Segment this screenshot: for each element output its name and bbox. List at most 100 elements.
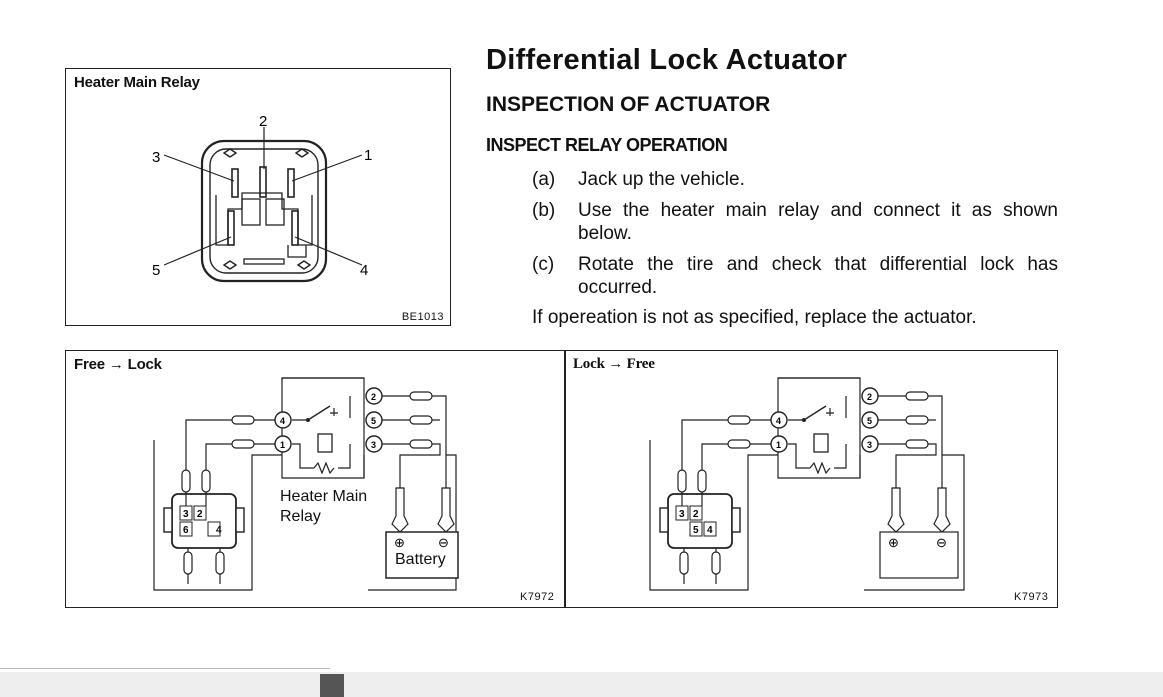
leader-1 <box>291 154 363 182</box>
connector-pin-label: 4 <box>216 525 222 536</box>
relay-figure-label: Heater Main Relay <box>74 74 200 91</box>
wire <box>859 454 965 591</box>
relay-switch-contact <box>826 408 834 416</box>
relay-corner-mark <box>296 260 312 270</box>
wire <box>878 395 906 445</box>
lock-to-free-label: Lock → Free <box>573 356 655 372</box>
connector-cavity <box>207 521 221 537</box>
relay-switch-contact <box>330 408 338 416</box>
diagram-divider <box>564 350 566 608</box>
terminal-label: 4 <box>776 416 781 426</box>
battery-negative-symbol: ⊖ <box>438 535 449 550</box>
battery-clamp-positive <box>391 487 409 533</box>
pin-label-2: 2 <box>259 113 267 130</box>
relay-internal-block <box>241 198 261 226</box>
battery-clamp-negative <box>437 487 455 533</box>
footer-tab <box>320 674 344 697</box>
battery-label: Battery <box>395 551 446 568</box>
connector-cavity <box>689 505 703 521</box>
connector-pin-label: 6 <box>183 525 189 536</box>
leader-5 <box>163 236 232 266</box>
actuator-connector <box>667 493 733 549</box>
wire-plug <box>905 439 929 449</box>
battery <box>879 531 959 579</box>
wire <box>185 419 275 470</box>
relay-right-bracket <box>287 245 307 258</box>
battery-positive-symbol: ⊕ <box>888 535 899 550</box>
relay-switch-arm <box>803 405 827 421</box>
terminal-label: 1 <box>776 440 781 450</box>
page-title: Differential Lock Actuator <box>486 44 848 76</box>
footer-bar <box>0 672 1163 697</box>
relay-switch-arm <box>307 405 331 421</box>
connector-cavity <box>703 521 717 537</box>
note-text: If opereation is not as specified, repla… <box>532 307 977 328</box>
wire-clip <box>677 469 687 493</box>
battery-clamp-positive <box>887 487 905 533</box>
step-marker: (b) <box>532 200 556 221</box>
wire-clip <box>711 551 721 575</box>
terminal-label: 2 <box>371 392 376 402</box>
relay-corner-mark <box>222 260 238 270</box>
battery-positive-symbol: ⊕ <box>394 535 405 550</box>
wire-plug <box>727 439 751 449</box>
step-marker: (c) <box>532 254 555 275</box>
figure-code: BE1013 <box>401 311 444 323</box>
terminal-label: 2 <box>867 392 872 402</box>
wire <box>895 395 943 488</box>
connector-cavity <box>193 505 207 521</box>
wire <box>382 395 410 445</box>
terminal-label: 3 <box>371 440 376 450</box>
relay-internal-block <box>265 198 285 226</box>
page-edge-line <box>0 668 330 669</box>
terminal-label: 4 <box>280 416 285 426</box>
relay-figure: Heater Main Relay 1 2 3 4 5 BE1013 <box>65 68 451 326</box>
pin-label-4: 4 <box>360 262 368 279</box>
relay-terminal-2 <box>259 166 267 198</box>
relay-terminal-4 <box>291 210 299 246</box>
wire <box>185 492 221 584</box>
free-to-lock-code: K7972 <box>520 591 555 603</box>
relay-drawing: 1 2 3 4 5 <box>152 113 372 283</box>
relay-internal-wire <box>788 396 847 469</box>
step-text: Jack up the vehicle. <box>578 169 745 190</box>
relay-terminal-3 <box>231 168 239 198</box>
actuator-connector-lug <box>731 507 741 533</box>
subsection-heading: INSPECT RELAY OPERATION <box>486 135 728 155</box>
connector-pin-label: 5 <box>693 525 699 536</box>
wire-plug <box>727 415 751 425</box>
wire <box>281 377 364 380</box>
wire-clip <box>697 469 707 493</box>
relay-corner-mark <box>222 148 238 158</box>
connector-pin-label: 3 <box>183 509 189 520</box>
relay-terminal-1 <box>287 168 295 198</box>
relay-label: Heater Main Relay <box>280 488 368 525</box>
wire <box>153 440 282 591</box>
relay-bottom-bar <box>243 258 285 265</box>
wire <box>649 440 778 591</box>
pin-label-3: 3 <box>152 149 160 166</box>
connector-cavity <box>179 521 193 537</box>
pin-label-1: 1 <box>364 147 372 164</box>
wire <box>681 492 717 584</box>
wire-plug <box>905 391 929 401</box>
actuator-connector-lug <box>235 507 245 533</box>
terminal-label: 1 <box>280 440 285 450</box>
connector-pin-label: 2 <box>693 509 699 520</box>
wiring-panel-1: 2 4 5 1 3 3 2 6 4 <box>153 377 459 591</box>
relay-internal-frame <box>215 192 313 246</box>
relay-box <box>777 377 861 479</box>
relay-coil <box>813 433 829 453</box>
battery-negative-symbol: ⊖ <box>936 535 947 550</box>
actuator-connector-lug <box>163 507 173 533</box>
leader-4 <box>294 236 363 266</box>
terminal-label: 5 <box>371 416 376 426</box>
connector-pin-label: 3 <box>679 509 685 520</box>
relay-resistor <box>809 461 831 475</box>
step-text: Use the heater main relay and connect it… <box>578 200 1058 244</box>
wire <box>399 395 447 488</box>
wire-clip <box>679 551 689 575</box>
free-to-lock-label: Free → Lock <box>74 356 162 373</box>
